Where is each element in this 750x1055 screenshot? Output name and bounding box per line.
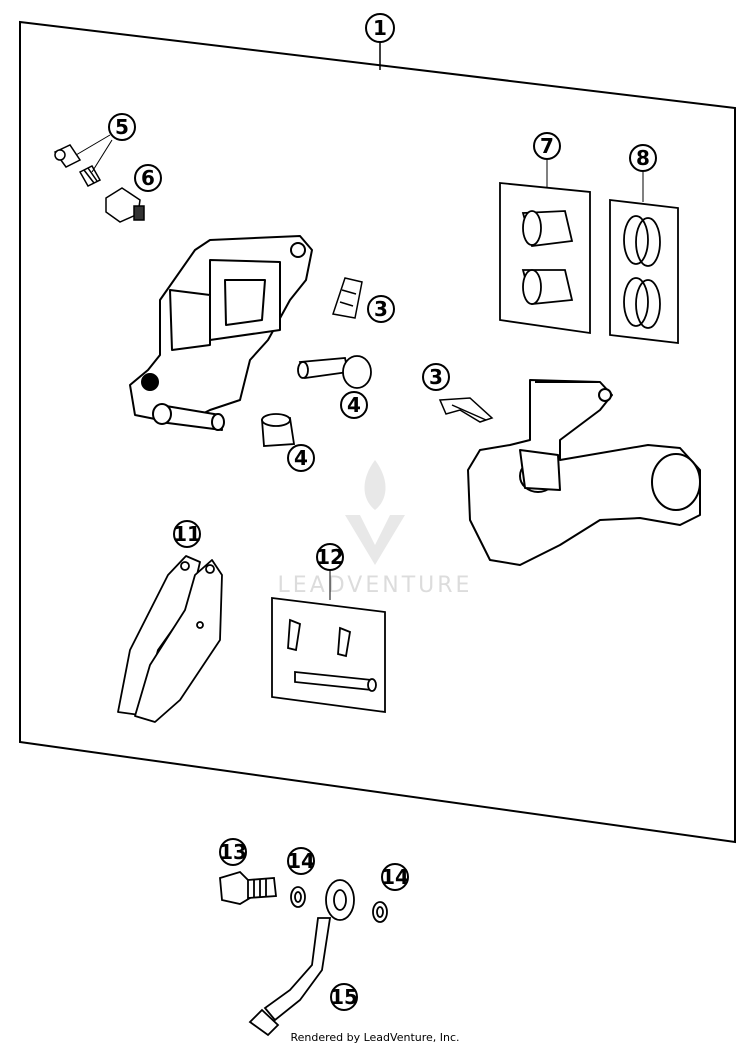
pad-spring [332, 277, 363, 319]
svg-text:12: 12 [316, 545, 344, 569]
piston-set [499, 182, 591, 335]
svg-text:11: 11 [173, 522, 201, 546]
kit-frame [19, 20, 736, 844]
callout-5: 5 [108, 113, 136, 141]
caliper-bracket [467, 379, 701, 566]
svg-text:7: 7 [540, 134, 554, 158]
callout-13: 13 [219, 838, 247, 866]
callout-3-lower: 3 [422, 363, 450, 391]
bleeder-screws [53, 144, 102, 187]
callout-8: 8 [629, 144, 657, 172]
callout-11: 11 [173, 520, 201, 548]
guide-pin-boot [261, 413, 296, 447]
callout-14-right: 14 [381, 863, 409, 891]
callout-1: 1 [365, 13, 395, 43]
render-credit: Rendered by LeadVenture, Inc. [290, 1031, 460, 1044]
callout-14-left: 14 [287, 847, 315, 875]
watermark-text: LEADVENTURE [278, 573, 473, 598]
caliper-body [129, 235, 313, 431]
callout-4-upper: 4 [340, 391, 368, 419]
svg-text:13: 13 [219, 840, 247, 864]
pin-kit [271, 596, 386, 714]
callout-7: 7 [533, 132, 561, 160]
sealing-washers [290, 886, 388, 923]
svg-text:4: 4 [347, 393, 361, 417]
callout-3-upper: 3 [367, 295, 395, 323]
svg-text:3: 3 [374, 297, 388, 321]
brake-line [248, 879, 355, 1037]
guide-pin [297, 355, 372, 389]
pad-spring-lower [438, 397, 494, 423]
brake-pads [117, 555, 223, 723]
seal-set [609, 198, 679, 345]
leadventure-watermark: LEADVENTURE [278, 460, 473, 598]
svg-text:15: 15 [330, 985, 358, 1009]
banjo-bolt [219, 870, 277, 905]
plug [105, 187, 145, 223]
svg-text:14: 14 [381, 865, 409, 889]
callout-6: 6 [134, 164, 162, 192]
svg-text:14: 14 [287, 849, 315, 873]
svg-text:4: 4 [294, 446, 308, 470]
svg-text:6: 6 [141, 166, 155, 190]
svg-text:5: 5 [115, 115, 129, 139]
callout-12: 12 [316, 543, 344, 571]
callout-15: 15 [330, 983, 358, 1011]
callout-4-lower: 4 [287, 444, 315, 472]
svg-text:8: 8 [636, 146, 650, 170]
svg-text:3: 3 [429, 365, 443, 389]
svg-text:1: 1 [373, 16, 387, 40]
